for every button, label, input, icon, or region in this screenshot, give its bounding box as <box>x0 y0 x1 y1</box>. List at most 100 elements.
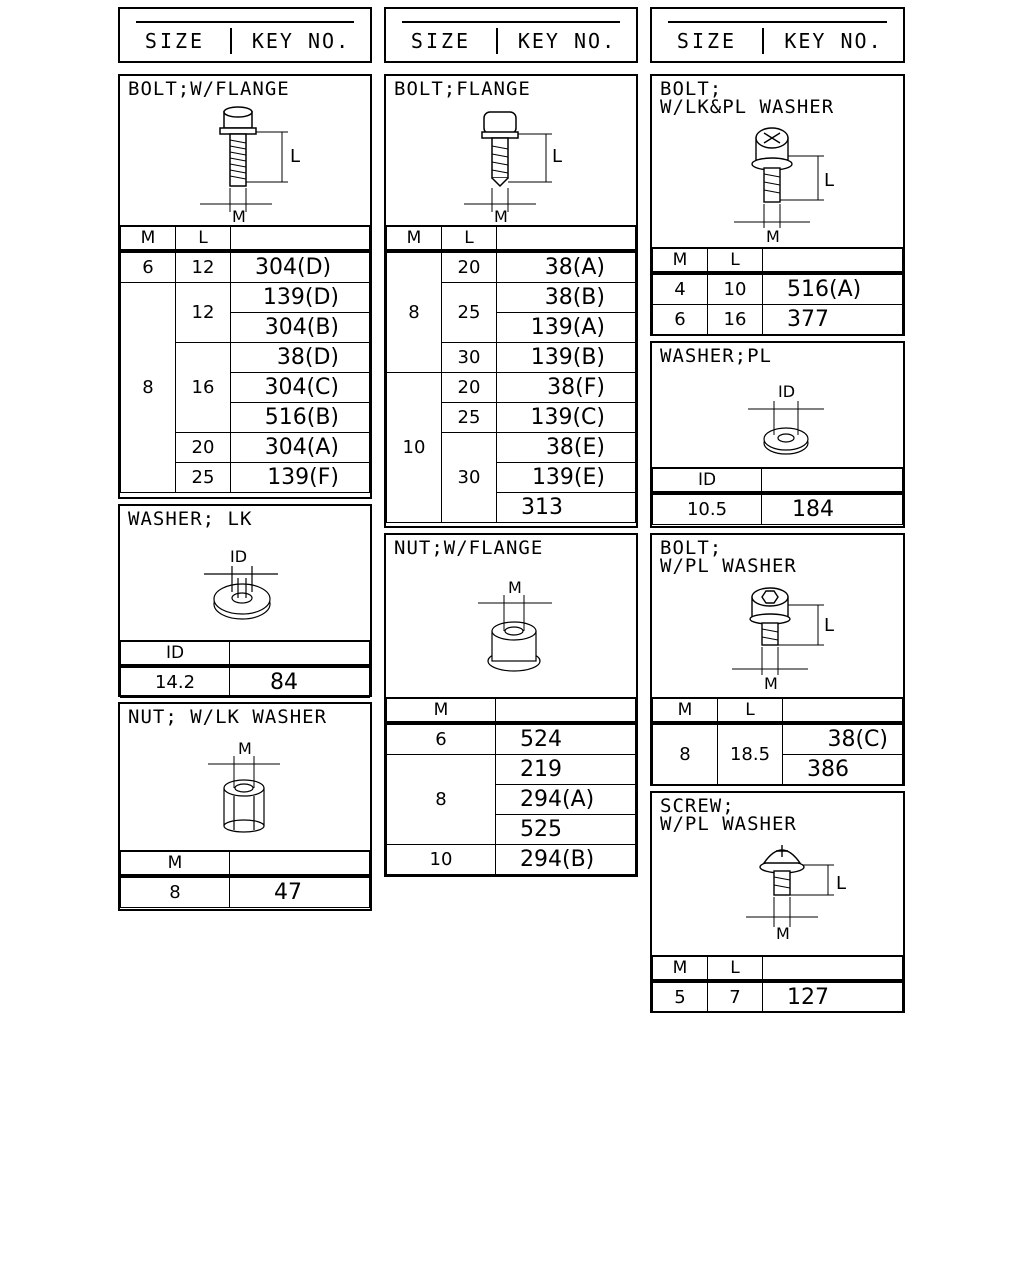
dim-l: L <box>290 146 300 167</box>
table-cell <box>782 697 903 725</box>
table-cell: M <box>120 225 176 253</box>
table-row: ID <box>652 467 903 495</box>
svg-text:M: M <box>776 924 790 943</box>
table-cell: 139(E) <box>496 462 636 493</box>
svg-text:L: L <box>824 615 834 636</box>
table-cell: 30 <box>441 342 497 373</box>
table-cell: 7 <box>707 980 763 1013</box>
table-cell: 139(F) <box>230 462 370 493</box>
lock-washer-icon: ID <box>204 547 278 620</box>
table-cell: 8 <box>652 722 718 785</box>
bolt-flange-icon: L M <box>464 111 562 226</box>
table-cell: ID <box>652 467 762 495</box>
table-cell <box>495 697 636 725</box>
table-cell: 525 <box>495 814 636 845</box>
table-cell: 516(A) <box>762 272 903 305</box>
table-cell: 38(E) <box>496 432 636 463</box>
panel-title: BOLT;FLANGE <box>394 78 531 100</box>
bolt-flange-icon: L M <box>200 106 300 226</box>
svg-text:M: M <box>508 578 522 597</box>
table-cell: 8 <box>120 875 230 908</box>
table-row: M <box>386 697 636 725</box>
table-cell: M <box>652 247 708 275</box>
table-cell: 16 <box>175 342 231 433</box>
table-cell: 219 <box>495 754 636 785</box>
table-cell: 294(A) <box>495 784 636 815</box>
table-cell: 16 <box>707 304 763 335</box>
table-cell: 304(B) <box>230 312 370 343</box>
panel-title: SCREW; W/PL WASHER <box>660 795 797 835</box>
table-cell: 38(F) <box>496 372 636 403</box>
table-row: M <box>120 850 370 878</box>
table-cell: 386 <box>782 754 903 785</box>
table-cell <box>761 467 903 495</box>
table-cell: 47 <box>229 875 370 908</box>
table-cell: 25 <box>441 282 497 343</box>
table-cell: 516(B) <box>230 402 370 433</box>
table-row: 304(B) <box>121 312 370 343</box>
svg-text:L: L <box>824 170 834 191</box>
table-cell: L <box>707 955 763 983</box>
table-cell: 84 <box>229 665 370 698</box>
table-cell <box>762 247 903 275</box>
panel-title: NUT;W/FLANGE <box>394 537 544 559</box>
header-col2: SIZE KEY NO. <box>384 7 638 63</box>
svg-text:ID: ID <box>778 382 795 401</box>
table-cell: M <box>386 225 442 253</box>
table-cell: L <box>441 225 497 253</box>
screw-washer-icon: L M <box>746 845 846 943</box>
size-label: SIZE <box>386 28 498 54</box>
table-cell: 304(D) <box>230 250 370 283</box>
table-row: 313 <box>387 492 636 523</box>
table-cell: 25 <box>441 402 497 433</box>
table-cell <box>762 955 903 983</box>
table-row: 294(A) <box>387 784 636 815</box>
table-cell: 139(C) <box>496 402 636 433</box>
svg-text:M: M <box>238 739 252 758</box>
panel-title: BOLT; W/PL WASHER <box>660 537 797 577</box>
table-cell: 139(D) <box>230 282 370 313</box>
table-row: 516(B) <box>121 402 370 433</box>
table-cell: 18.5 <box>717 722 783 785</box>
table-cell: 25 <box>175 462 231 493</box>
table-cell: 6 <box>652 304 708 335</box>
table-cell: 8 <box>386 250 442 373</box>
table-cell: 8 <box>120 282 176 493</box>
bolt-washer-icon: L M <box>734 127 834 246</box>
table-cell: 304(A) <box>230 432 370 463</box>
table-cell: 12 <box>175 282 231 343</box>
table-cell: 4 <box>652 272 708 305</box>
size-label: SIZE <box>120 28 232 54</box>
size-label: SIZE <box>652 28 764 54</box>
table-cell: 20 <box>441 250 497 283</box>
dim-m: M <box>232 207 246 226</box>
bolt-plain-washer-icon: L M <box>732 587 834 693</box>
table-row: 386 <box>653 754 903 785</box>
key-no-label: KEY NO. <box>784 29 883 53</box>
table-cell: M <box>386 697 496 725</box>
table-cell: 313 <box>496 492 636 523</box>
panel-title: BOLT;W/FLANGE <box>128 78 290 100</box>
table-cell: 5 <box>652 980 708 1013</box>
table-cell: M <box>652 697 718 725</box>
table-cell: 30 <box>441 432 497 523</box>
